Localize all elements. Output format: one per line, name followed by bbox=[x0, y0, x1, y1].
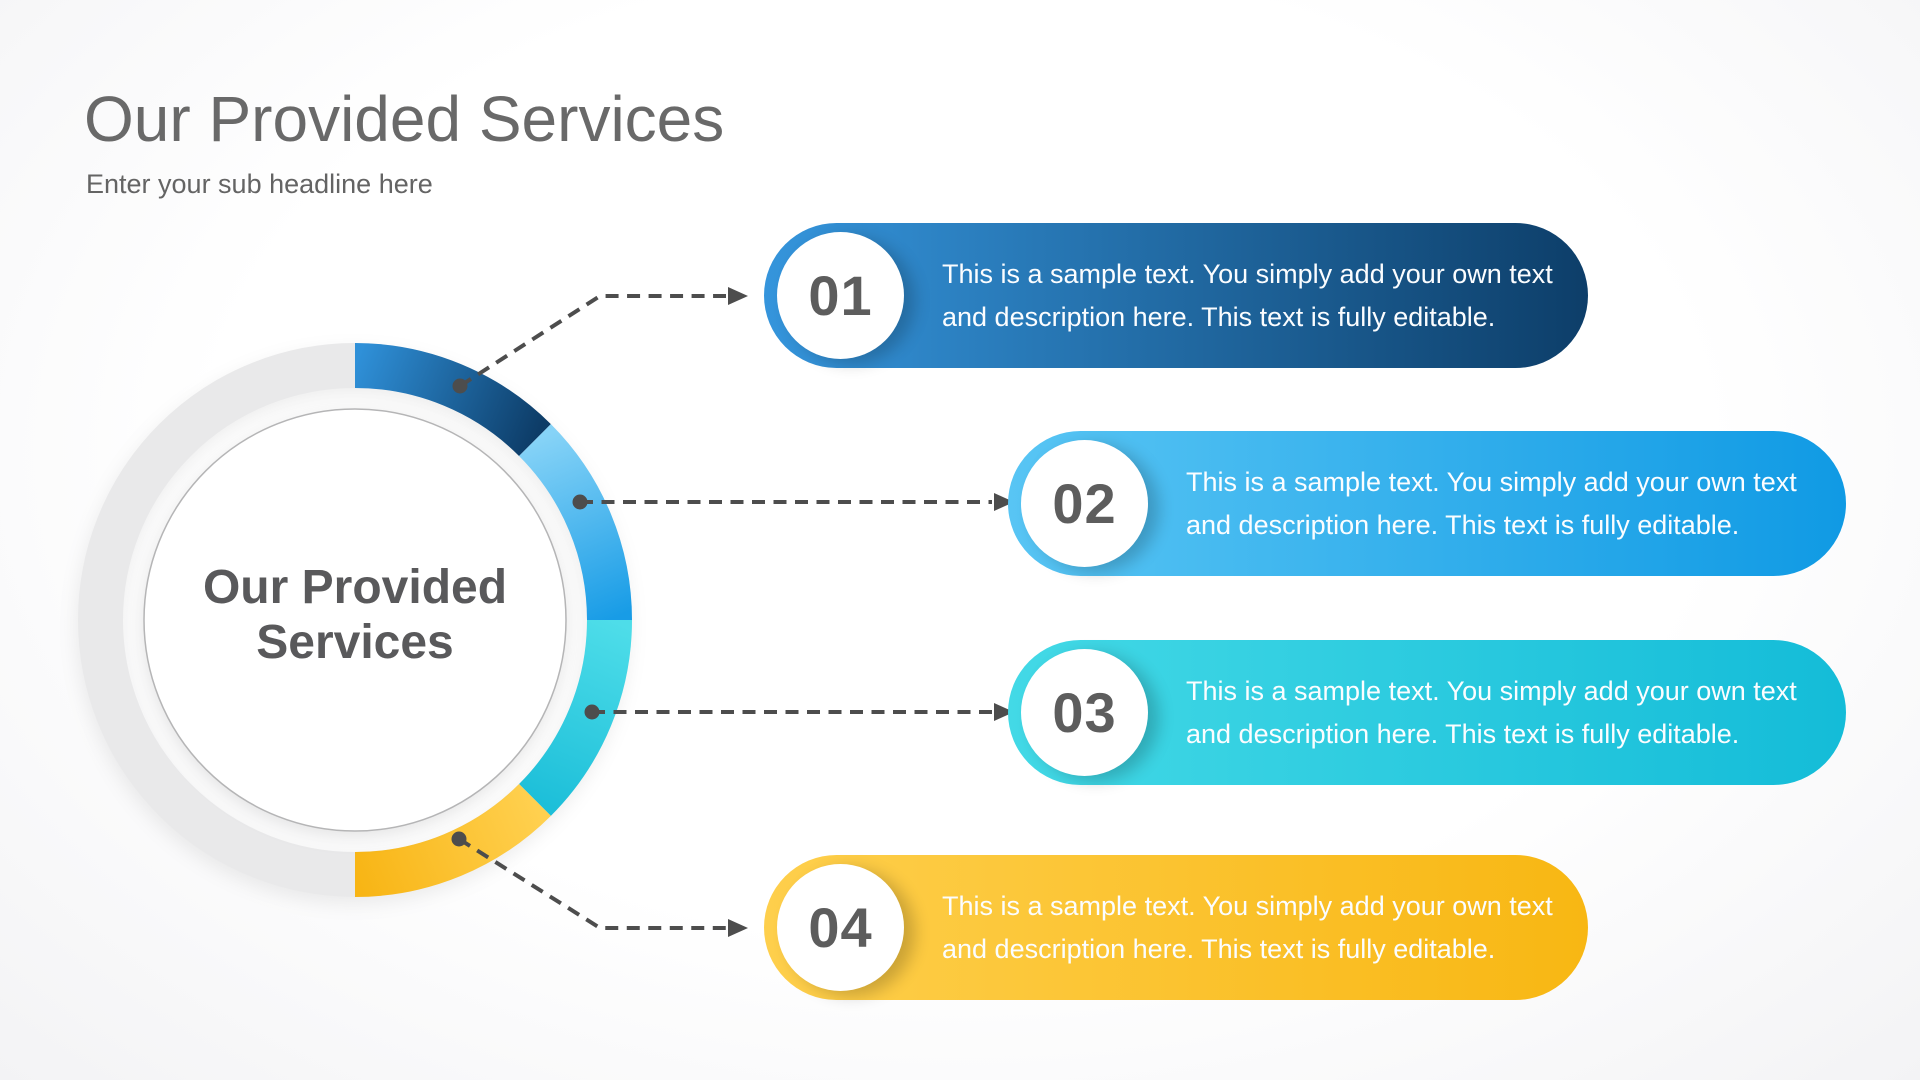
item-number-badge-01: 01 bbox=[777, 232, 904, 359]
arrow-icon-01 bbox=[728, 287, 748, 305]
donut-center-label: Our Provided Services bbox=[202, 561, 508, 669]
connector-dot-03 bbox=[584, 704, 600, 720]
service-card-03: 03 This is a sample text. You simply add… bbox=[1008, 640, 1846, 800]
arrow-icon-04 bbox=[728, 919, 748, 937]
item-number-badge-04: 04 bbox=[777, 864, 904, 991]
donut-segment-04 bbox=[354, 783, 551, 897]
item-description-line1: This is a sample text. You simply add yo… bbox=[942, 890, 1553, 921]
connector-lines bbox=[457, 294, 992, 930]
item-description-line2: and description here. This text is fully… bbox=[1186, 509, 1740, 540]
page-title: Our Provided Services bbox=[84, 82, 725, 155]
item-description-line1: This is a sample text. You simply add yo… bbox=[1186, 466, 1797, 497]
item-description-04: This is a sample text. You simply add yo… bbox=[942, 855, 1558, 1000]
item-description-02: This is a sample text. You simply add yo… bbox=[1186, 431, 1816, 576]
service-card-02: 02 This is a sample text. You simply add… bbox=[1008, 431, 1846, 591]
connector-line-01 bbox=[458, 294, 726, 388]
item-number-02: 02 bbox=[1052, 472, 1117, 535]
connector-dots bbox=[451, 378, 600, 847]
arrow-icon-02 bbox=[994, 493, 1014, 511]
item-description-line1: This is a sample text. You simply add yo… bbox=[942, 258, 1553, 289]
connector-line-04 bbox=[457, 837, 726, 930]
item-number-04: 04 bbox=[808, 896, 873, 959]
item-description-03: This is a sample text. You simply add yo… bbox=[1186, 640, 1816, 785]
item-number-03: 03 bbox=[1052, 681, 1117, 744]
item-description-01: This is a sample text. You simply add yo… bbox=[942, 223, 1558, 368]
connector-dot-01 bbox=[452, 378, 468, 394]
arrowheads bbox=[728, 287, 1014, 937]
item-description-line2: and description here. This text is fully… bbox=[942, 301, 1496, 332]
item-description-line2: and description here. This text is fully… bbox=[942, 933, 1496, 964]
item-number-badge-02: 02 bbox=[1021, 440, 1148, 567]
arrow-icon-03 bbox=[994, 703, 1014, 721]
service-card-01: 01 This is a sample text. You simply add… bbox=[764, 223, 1588, 383]
item-number-01: 01 bbox=[808, 264, 873, 327]
page-subtitle: Enter your sub headline here bbox=[86, 169, 433, 199]
item-number-badge-03: 03 bbox=[1021, 649, 1148, 776]
connector-dot-02 bbox=[572, 494, 588, 510]
donut-inner-circle bbox=[143, 408, 567, 832]
donut-segment-02 bbox=[518, 424, 632, 621]
donut-segment-01 bbox=[354, 343, 551, 457]
item-description-line1: This is a sample text. You simply add yo… bbox=[1186, 675, 1797, 706]
service-card-04: 04 This is a sample text. You simply add… bbox=[764, 855, 1588, 1015]
connector-dot-04 bbox=[451, 831, 467, 847]
item-description-line2: and description here. This text is fully… bbox=[1186, 718, 1740, 749]
